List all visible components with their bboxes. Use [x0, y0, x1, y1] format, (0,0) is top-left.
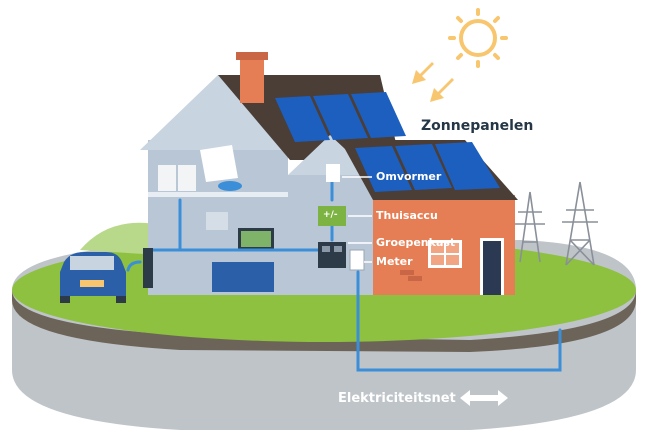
solar-panels: [275, 92, 500, 192]
leader-lines: [342, 176, 372, 263]
pylon-icon: [515, 181, 598, 266]
double-arrow-icon: [460, 390, 508, 406]
inverter-label: Omvormer: [376, 170, 442, 183]
car-icon: [60, 252, 126, 303]
meter-label: Meter: [376, 255, 413, 268]
grid-label: Elektriciteitsnet: [338, 391, 456, 406]
battery-symbol: +/-: [323, 210, 338, 220]
battery-label: Thuisaccu: [376, 209, 438, 222]
fusebox-label: Groepenkast: [376, 236, 456, 249]
interior: [158, 145, 274, 292]
solar-panels-label: Zonnepanelen: [421, 118, 534, 134]
sun-icon: [448, 8, 508, 68]
sun-ray-arrows: [412, 62, 454, 102]
devices: [143, 164, 365, 288]
power-wiring: [126, 174, 562, 372]
